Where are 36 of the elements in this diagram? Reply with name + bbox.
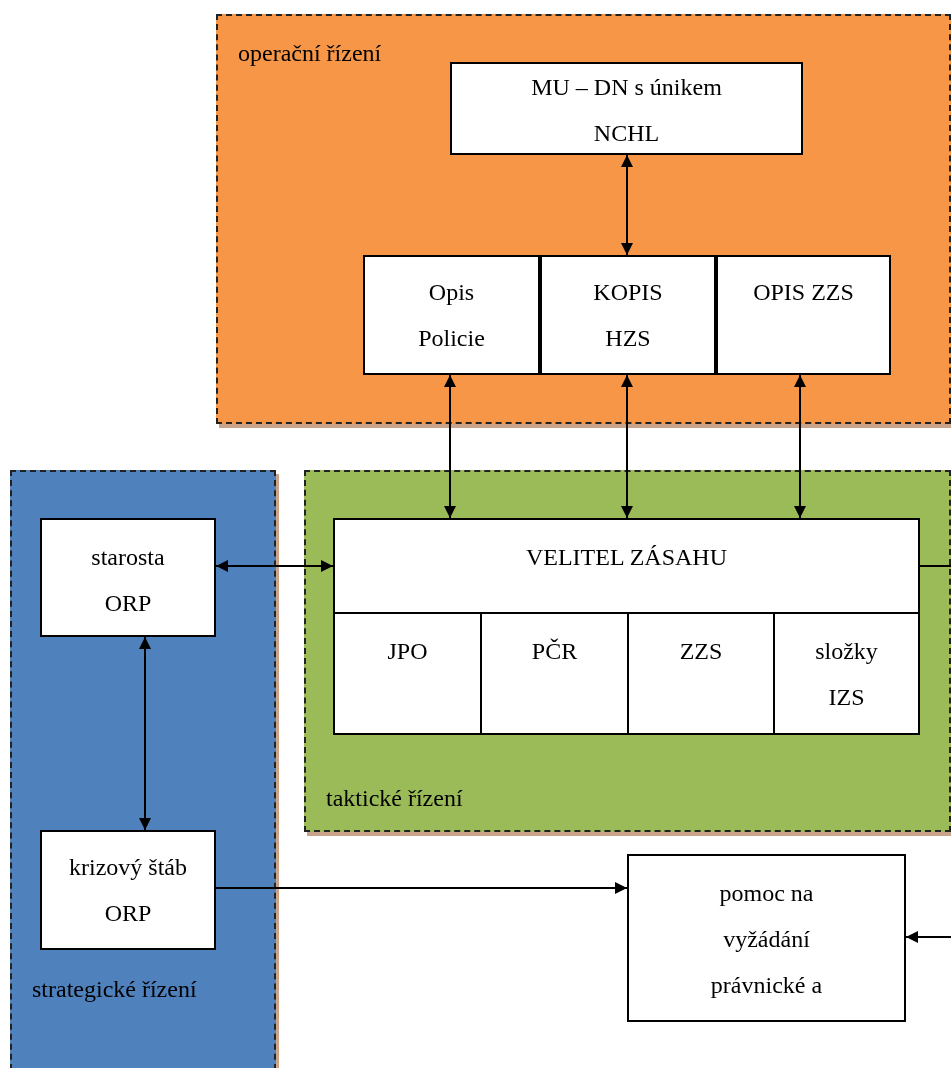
process-box [363, 255, 540, 375]
arrow [794, 374, 806, 519]
arrow [139, 636, 151, 831]
arrow [621, 154, 633, 256]
arrow [905, 931, 951, 943]
arrow [215, 560, 334, 572]
process-box [540, 255, 716, 375]
box-label: složky IZS [814, 637, 879, 712]
process-box [40, 518, 216, 637]
process-box [40, 830, 216, 950]
box-label: JPO [386, 637, 429, 666]
box-label: ZZS [678, 637, 724, 666]
region-label: taktické řízení [326, 784, 464, 813]
box-label: VELITEL ZÁSAHU [524, 543, 729, 572]
box-label: krizový štáb ORP [68, 853, 188, 928]
region-panel [10, 470, 276, 1068]
arrow [215, 882, 628, 894]
process-box [773, 612, 920, 735]
process-box [450, 62, 803, 155]
box-label: KOPIS HZS [592, 278, 664, 353]
box-label: pomoc na vyžádání právnické a [709, 879, 824, 1000]
box-label: PČR [530, 637, 579, 666]
box-label: MU – DN s únikem NCHL [530, 73, 723, 148]
process-box [333, 518, 920, 614]
process-box [333, 612, 482, 735]
box-label: OPIS ZZS [752, 278, 855, 307]
region-label: operační řízení [238, 39, 383, 68]
arrow [621, 374, 633, 519]
arrow [444, 374, 456, 519]
process-box [480, 612, 629, 735]
process-box [627, 612, 775, 735]
process-box [627, 854, 906, 1022]
region-label: strategické řízení [32, 975, 198, 1004]
process-box [716, 255, 891, 375]
box-label: Opis Policie [417, 278, 486, 353]
box-label: starosta ORP [90, 543, 166, 618]
